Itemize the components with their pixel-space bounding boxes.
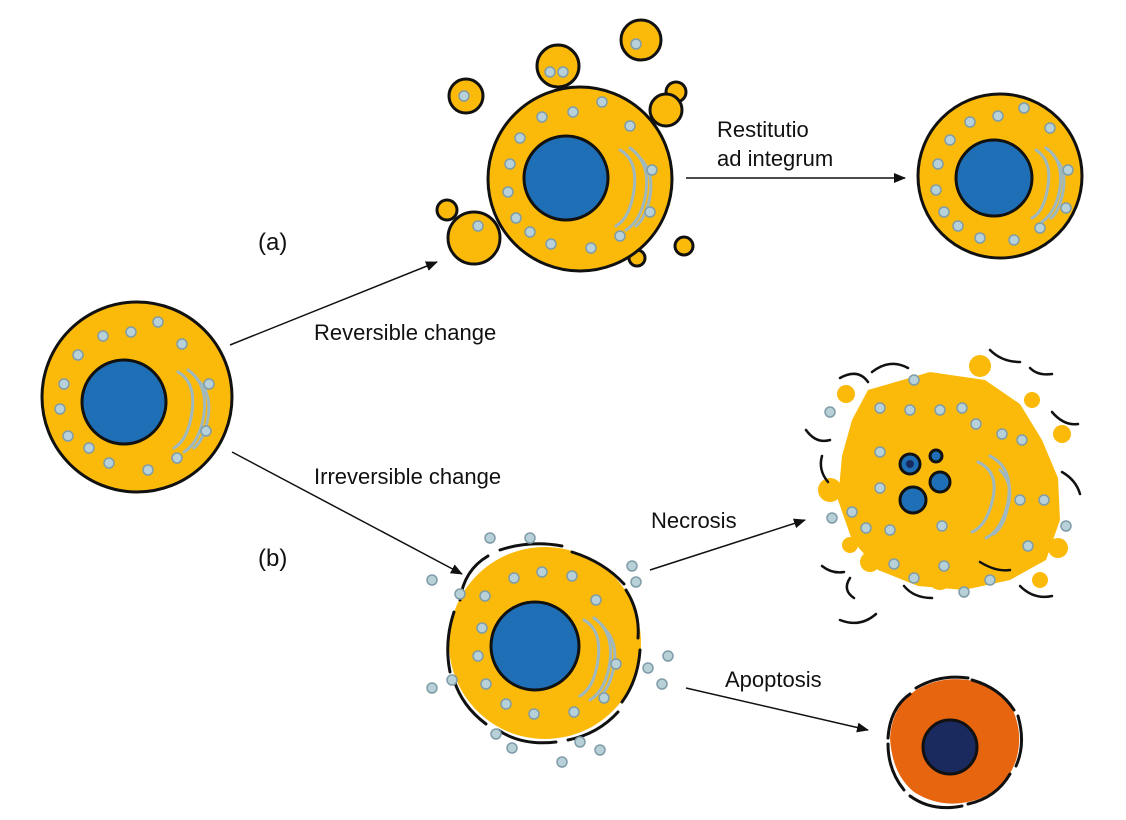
restored-cell-nucleus <box>954 138 1034 218</box>
reversible-change-label: Reversible change <box>314 320 496 345</box>
damaged-membrane-fragments <box>446 542 642 745</box>
restored-cell <box>916 92 1084 260</box>
restitutio-label-line2: ad integrum <box>717 146 833 171</box>
swollen-cell-nucleus <box>522 134 610 222</box>
necrotic-membrane-fragments <box>804 348 1082 625</box>
normal-cell-granules <box>54 316 215 476</box>
normal-cell-nucleus <box>80 358 168 446</box>
fragmented-nucleus <box>898 448 952 515</box>
apoptosis-arrow <box>685 687 869 733</box>
condensed-nucleus <box>921 718 979 776</box>
necrotic-debris <box>818 355 1071 590</box>
restitutio-label-line1: Restitutio <box>717 117 809 142</box>
irreversible-arrow <box>231 451 463 575</box>
necrosis-arrow <box>649 518 806 571</box>
panel-a-label: (a) <box>258 229 287 256</box>
apoptotic-membrane <box>886 675 1023 810</box>
necrotic-cell <box>804 348 1082 625</box>
panel-b-label: (b) <box>258 545 287 572</box>
damaged-cell-nucleus <box>489 600 581 692</box>
apoptosis-label: Apoptosis <box>725 667 822 692</box>
normal-cell <box>40 300 234 494</box>
apoptotic-cell <box>886 675 1023 810</box>
irreversible-change-label: Irreversible change <box>314 464 501 489</box>
reversible-arrow <box>229 261 438 346</box>
necrosis-label: Necrosis <box>651 508 737 533</box>
swollen-cell <box>435 18 695 273</box>
damaged-cell <box>426 532 674 768</box>
golgi-organelle <box>172 368 211 454</box>
